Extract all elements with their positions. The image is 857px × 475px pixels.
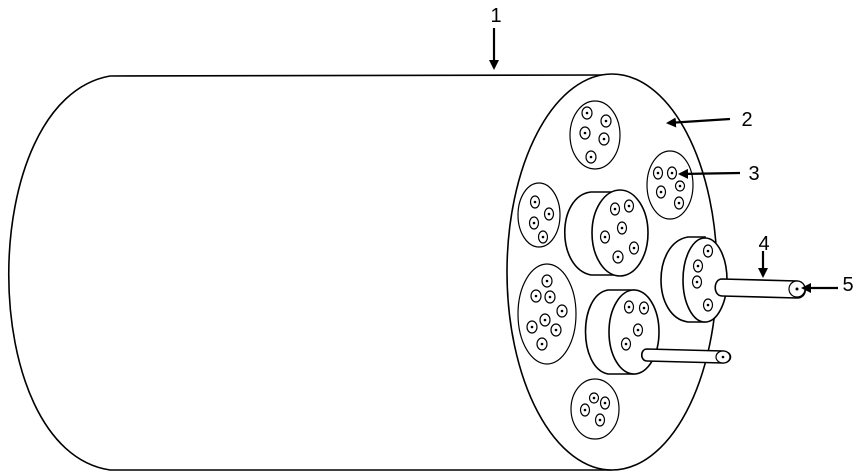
sub-bundle-left-lower (517, 263, 577, 365)
sub-bundle-cylinder-center (563, 189, 649, 277)
callout-1: 1 (489, 5, 502, 70)
callout-1-label: 1 (490, 5, 501, 27)
callout-4: 4 (758, 233, 770, 278)
sub-bundle-left-upper (517, 182, 561, 248)
callout-3-arrow (678, 168, 741, 179)
callout-2: 2 (666, 109, 753, 131)
callout-2-arrow (666, 117, 731, 128)
sub-bundle-3 (646, 150, 694, 220)
callout-3: 3 (678, 163, 760, 185)
callout-3-label: 3 (748, 163, 759, 185)
callout-5: 5 (801, 274, 854, 296)
callout-4-label: 4 (758, 233, 769, 255)
callout-2-label: 2 (741, 109, 752, 131)
sub-bundle-cylinder-lower (584, 289, 732, 375)
sub-bundle-cylinder-right (660, 236, 807, 323)
sub-bundle-bottom (570, 378, 620, 440)
callout-5-label: 5 (842, 274, 853, 296)
sub-bundle-top (569, 100, 621, 170)
